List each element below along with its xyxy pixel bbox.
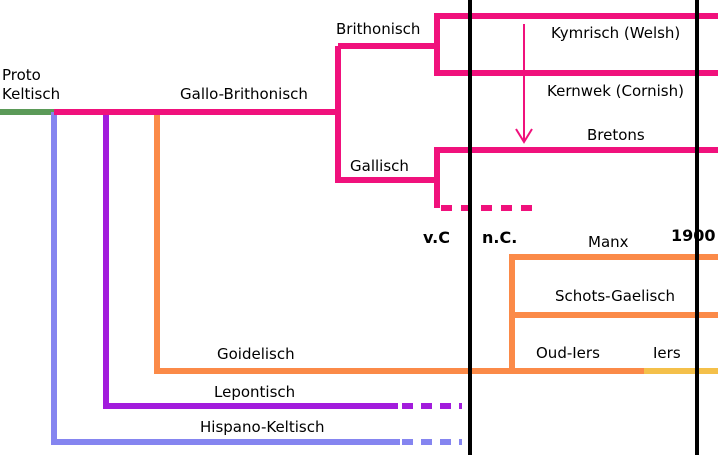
welsh-cornish-fork	[434, 13, 718, 76]
label-brithonisch: Brithonisch	[336, 20, 420, 38]
lepontic-branch	[103, 112, 398, 409]
label-kymrisch: Kymrisch (Welsh)	[551, 24, 680, 42]
label-kernwek: Kernwek (Cornish)	[547, 82, 684, 100]
label-manx: Manx	[588, 233, 629, 251]
label-vc: v.C	[423, 228, 450, 247]
label-hispano-keltisch: Hispano-Keltisch	[200, 418, 324, 436]
hispano-branch	[51, 112, 400, 445]
label-nc: n.C.	[482, 228, 517, 247]
label-schots-gaelisch: Schots-Gaelisch	[555, 287, 675, 305]
brythonic-fork	[335, 46, 437, 183]
bretons-line	[434, 147, 718, 208]
label-lepontisch: Lepontisch	[214, 383, 295, 401]
label-proto-line1: Proto	[2, 66, 41, 84]
label-bretons: Bretons	[587, 126, 645, 144]
goidelic-branch	[154, 112, 644, 374]
label-gallo-brithonisch: Gallo-Brithonisch	[180, 85, 308, 103]
label-oud-iers: Oud-Iers	[536, 344, 600, 362]
label-gallisch: Gallisch	[350, 157, 409, 175]
goidelic-fork	[509, 254, 718, 371]
label-1900: 1900	[671, 226, 716, 245]
label-iers: Iers	[653, 344, 681, 362]
migration-arrowhead	[515, 128, 533, 144]
label-goidelisch: Goidelisch	[217, 345, 295, 363]
label-proto-line2: Keltisch	[2, 85, 60, 103]
